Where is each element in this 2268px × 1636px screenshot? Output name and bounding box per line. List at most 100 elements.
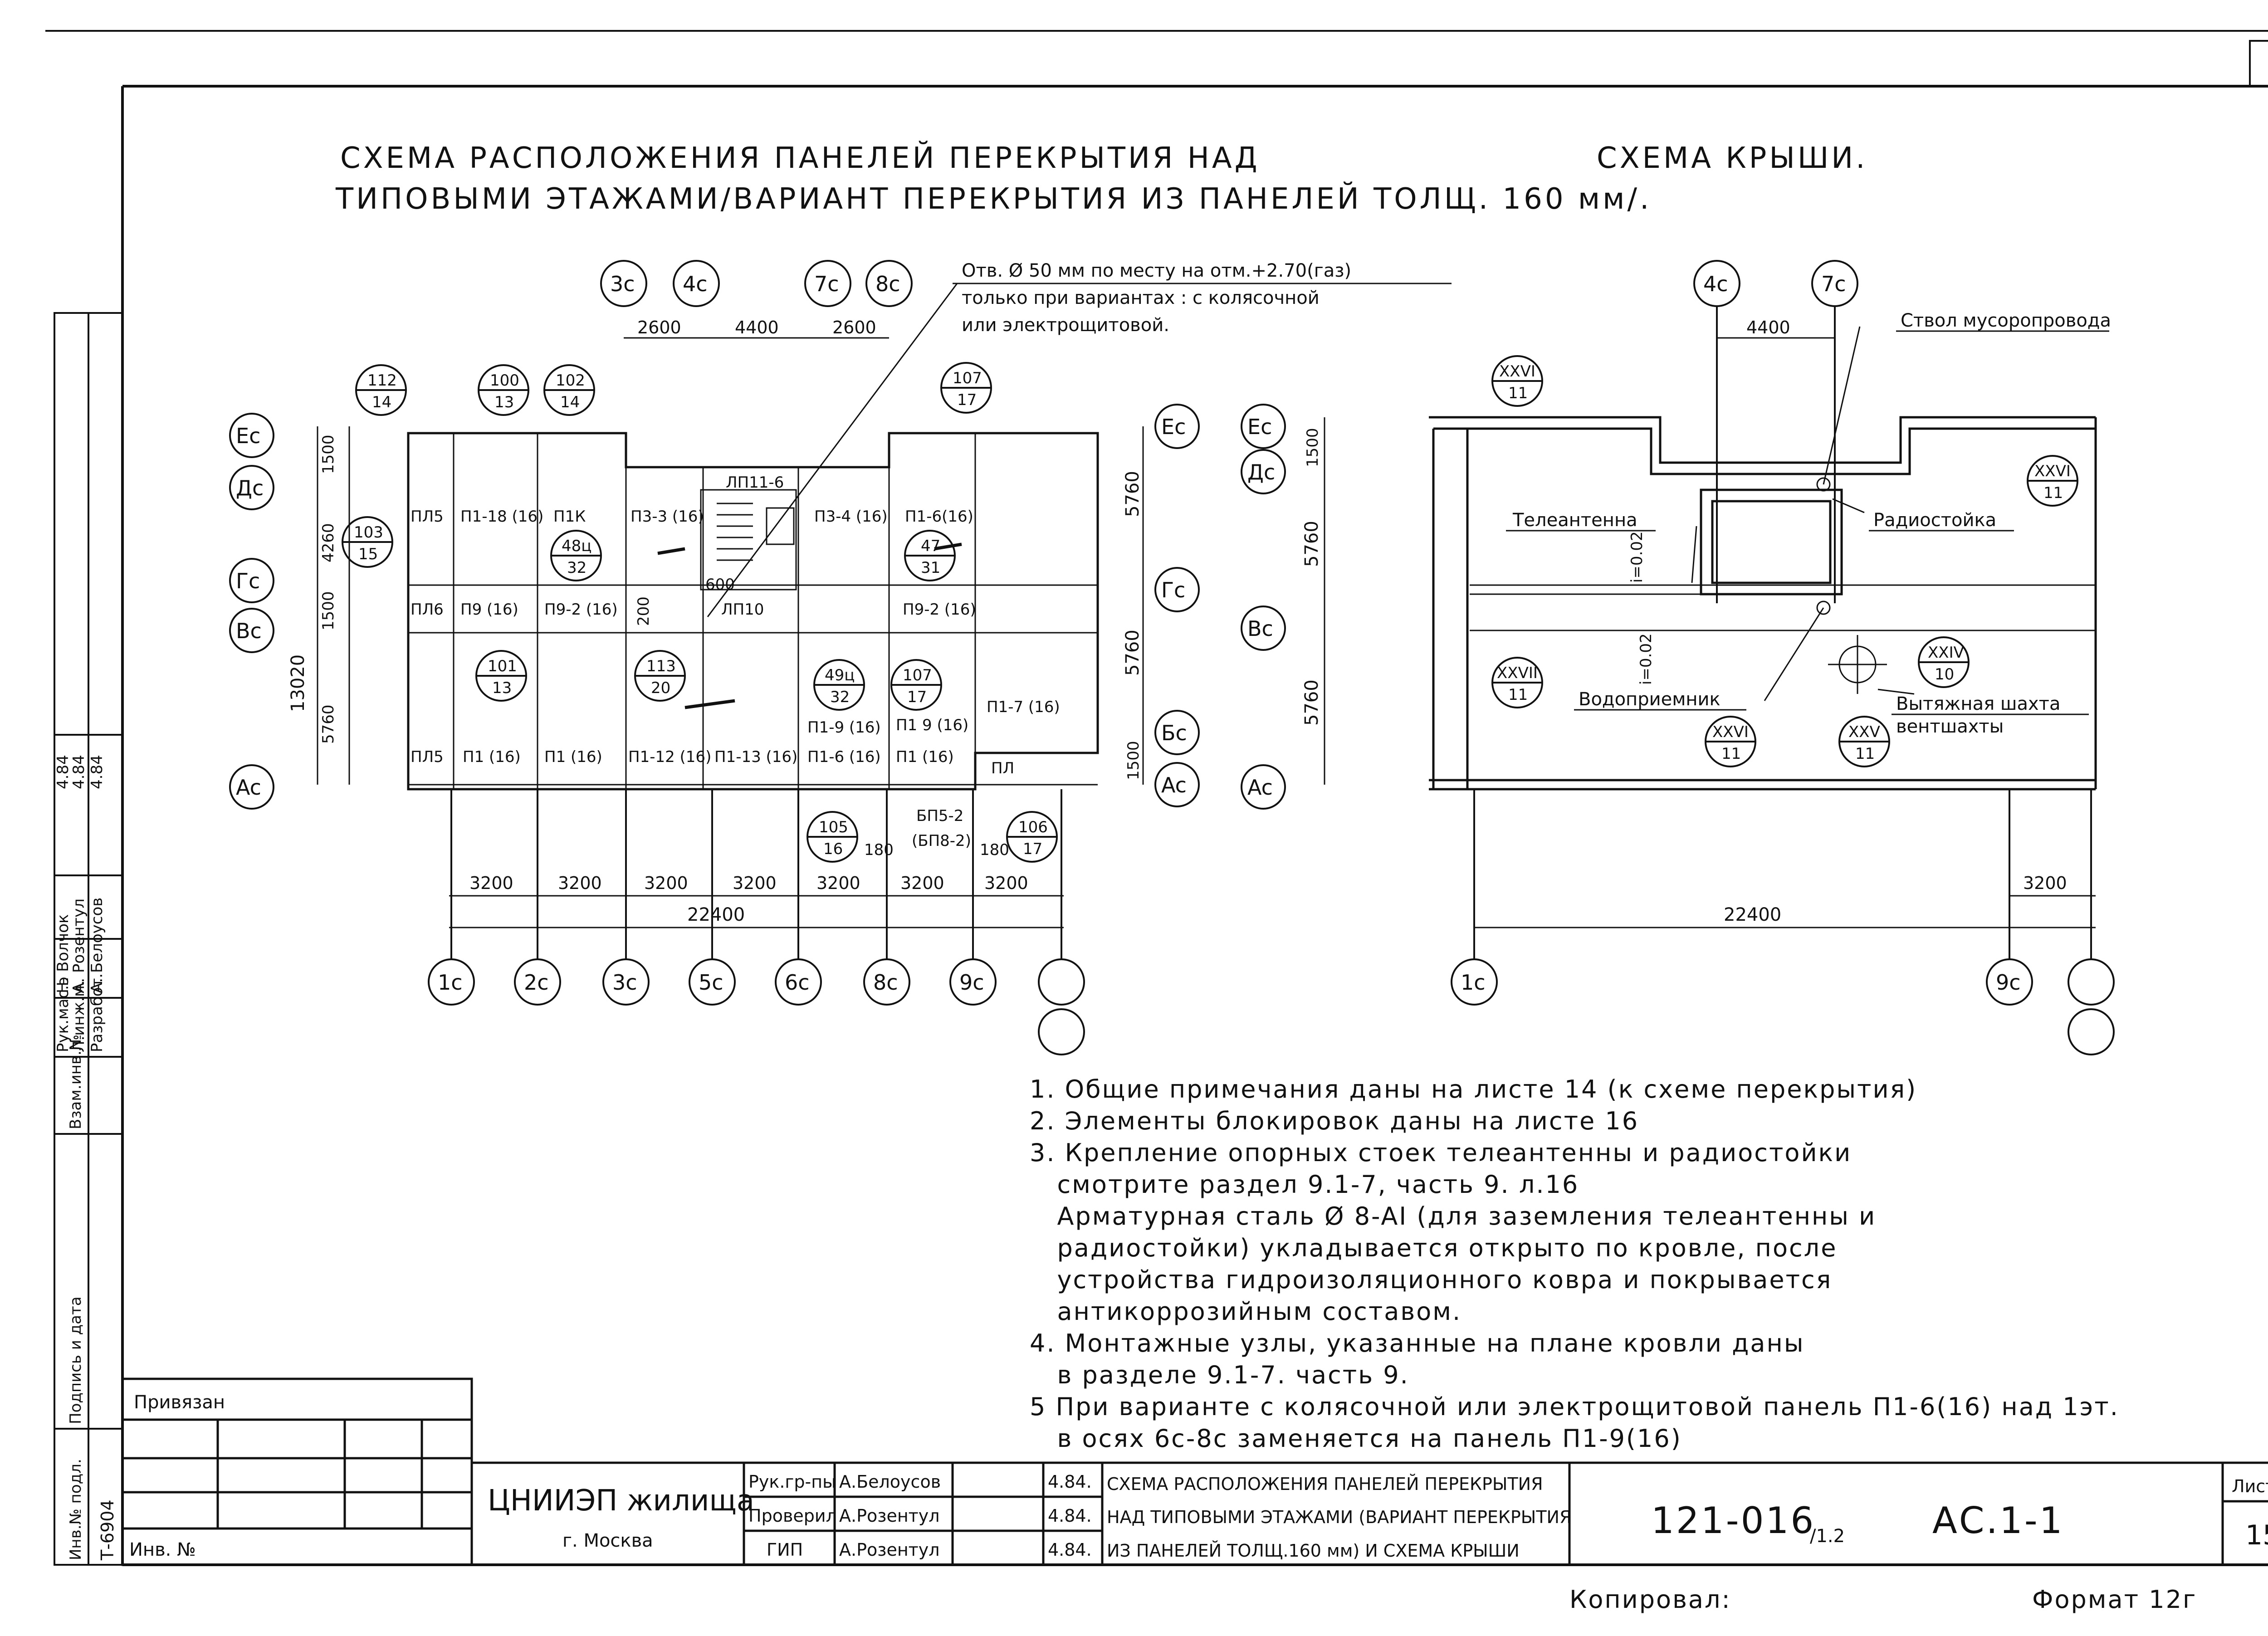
footer-copied: Копировал:: [1569, 1585, 1731, 1614]
general-notes: 1. Общие примечания даны на листе 14 (к …: [1030, 1075, 2119, 1453]
side-name-3: А. Белоусов: [88, 898, 106, 993]
floor-left-dim-3: 1500: [319, 591, 337, 630]
node-ref-12-top: 105: [819, 818, 848, 836]
side-date-2: 4.84: [70, 755, 88, 789]
title-desc-line2: НАД ТИПОВЫМИ ЭТАЖАМИ (ВАРИАНТ ПЕРЕКРЫТИЯ: [1107, 1507, 1571, 1527]
roof-label-chute: Ствол мусоропровода: [1901, 310, 2111, 331]
floor-top-dim-3: 2600: [832, 317, 876, 337]
roof-right-dim: 3200: [2023, 873, 2067, 893]
roof-node-refs: [1491, 355, 2078, 767]
side-role-2: Л.инж.м.: [70, 980, 88, 1052]
hole-note-line2: только при вариантах : с колясочной: [962, 288, 1320, 308]
project-code: 121-016: [1651, 1499, 1815, 1542]
roof-plan-title: СХЕМА КРЫШИ.: [1597, 142, 1867, 175]
panel-6: П3-4 (16): [814, 508, 888, 526]
node-ref-10-top: 49ц: [825, 666, 855, 684]
floor-plan-title-line1: СХЕМА РАСПОЛОЖЕНИЯ ПАНЕЛЕЙ ПЕРЕКРЫТИЯ НА…: [340, 141, 1260, 175]
node-ref-7-top: 47: [921, 537, 940, 555]
node-ref-4-bottom: 17: [957, 391, 977, 409]
drawing-code: АС.1-1: [1932, 1499, 2064, 1542]
node-ref-11-bottom: 17: [907, 688, 927, 706]
roof-top-axis-1: 4c: [1703, 272, 1728, 296]
roof-top-dim: 4400: [1746, 317, 1790, 337]
side-name-1: Н. Волчок: [54, 914, 72, 993]
floor-bottom-axis-7: 9c: [959, 970, 984, 995]
roof-ref-1-top: XXVI: [1499, 362, 1535, 381]
node-ref-6-bottom: 32: [567, 559, 587, 577]
node-ref-13-top: 106: [1018, 818, 1048, 836]
roof-ref-2-top: XXVI: [2034, 462, 2071, 480]
panel-3: П1К: [553, 508, 586, 526]
side-label-replace: Взам.инв.№: [67, 1035, 85, 1129]
node-ref-3-bottom: 14: [560, 393, 580, 411]
floor-plan: Отв. Ø 50 мм по месту на отм.+2.70(газ) …: [229, 260, 1452, 1055]
panel-1: ПЛ5: [411, 508, 444, 526]
floor-bottom-axis-5: 6c: [785, 970, 810, 995]
panel-22: П1 (16): [896, 748, 954, 766]
side-inventory-number: Т-6904: [98, 1499, 117, 1561]
node-ref-9-top: 113: [646, 657, 676, 675]
roof-top-axis-2: 7c: [1821, 272, 1846, 296]
roof-ref-2-bottom: 11: [2043, 484, 2063, 502]
floor-node-refs: [342, 362, 1058, 863]
floor-bottom-dim-2: 3200: [558, 873, 602, 893]
role-3-name: А.Розентул: [839, 1540, 940, 1560]
panel-labels: ПЛ5 П1-18 (16) П1К П3-3 (16) ЛП11-6 П3-4…: [411, 474, 1060, 850]
node-ref-9-bottom: 20: [651, 679, 670, 697]
floor-row-axes: Ec Дc Гc Вc Ac: [229, 413, 274, 810]
roof-left-dim-3: 5760: [1301, 679, 1322, 726]
floor-overall-width: 22400: [687, 904, 745, 925]
title-org-line2: г. Москва: [562, 1530, 653, 1551]
roof-ref-6-top: XXV: [1848, 723, 1880, 741]
floor-top-dim-1: 2600: [637, 317, 681, 337]
node-ref-5-top: 103: [354, 523, 383, 542]
roof-row-axis-2: Дc: [1247, 460, 1275, 484]
role-3-date: 4.84.: [1048, 1540, 1092, 1560]
note-line-11: 5 При варианте с колясочной или электрощ…: [1030, 1392, 2119, 1421]
floor-right-axis-4: Ac: [1161, 773, 1187, 797]
floor-bottom-dim-7: 3200: [984, 873, 1028, 893]
panel-2: П1-18 (16): [460, 508, 543, 526]
node-ref-8-top: 101: [488, 657, 517, 675]
roof-label-antenna: Телеантенна: [1512, 510, 1637, 531]
role-2-date: 4.84.: [1048, 1506, 1092, 1526]
roof-label-drain: Водоприемник: [1579, 689, 1721, 710]
floor-bottom-axis-1: 1c: [438, 970, 463, 995]
floor-plan-title-line2: ТИПОВЫМИ ЭТАЖАМИ/ВАРИАНТ ПЕРЕКРЫТИЯ ИЗ П…: [335, 181, 1652, 216]
floor-top-axes: 3c 4c 7c 8c: [600, 260, 913, 307]
floor-bottom-axes: [428, 789, 1085, 1055]
note-line-8: антикоррозийным составом.: [1030, 1297, 1461, 1326]
node-ref-11-top: 107: [903, 666, 932, 684]
floor-right-axis-2: Гc: [1161, 578, 1185, 602]
note-line-9: 4. Монтажные узлы, указанные на плане кр…: [1030, 1329, 1804, 1358]
roof-ref-4-bottom: 10: [1935, 665, 1954, 684]
panel-15: П1 9 (16): [896, 716, 968, 734]
note-line-2: 2. Элементы блокировок даны на листе 16: [1030, 1107, 1639, 1135]
node-ref-2-bottom: 13: [494, 393, 514, 411]
node-ref-7-bottom: 31: [921, 559, 940, 577]
sheet-label: Лист: [2232, 1476, 2268, 1496]
floor-row-axis-3: Гc: [236, 569, 260, 593]
title-desc-line3: ИЗ ПАНЕЛЕЙ ТОЛЩ.160 мм) И СХЕМА КРЫШИ: [1107, 1541, 1520, 1561]
roof-left-dim-2: 5760: [1301, 521, 1322, 567]
project-sub: /1.2: [1810, 1526, 1845, 1547]
node-ref-10-bottom: 32: [830, 688, 850, 706]
panel-4: П3-3 (16): [631, 508, 704, 526]
role-2-name: А.Розентул: [839, 1506, 940, 1526]
roof-row-axis-3: Вc: [1247, 616, 1273, 641]
roof-label-shaft: Вытяжная шахта: [1896, 693, 2060, 714]
floor-top-axis-1: 3c: [610, 272, 635, 296]
floor-right-axes: Ec Гc Бc Ac: [1154, 404, 1200, 807]
sheet-number: 15: [2245, 1519, 2268, 1551]
role-2: Проверил: [748, 1506, 837, 1526]
roof-label-vent: вентшахты: [1896, 716, 2004, 737]
node-ref-12-bottom: 16: [823, 840, 843, 858]
side-date-1: 4.84: [54, 755, 72, 789]
footer-format: Формат 12г: [2032, 1585, 2197, 1614]
roof-ref-6-bottom: 11: [1855, 745, 1875, 763]
floor-top-axis-3: 7c: [814, 272, 839, 296]
floor-row-axis-4: Вc: [236, 619, 262, 643]
panel-18: П1 (16): [544, 748, 602, 766]
panel-12: П9-2 (16): [903, 601, 976, 619]
panel-17: П1 (16): [463, 748, 521, 766]
